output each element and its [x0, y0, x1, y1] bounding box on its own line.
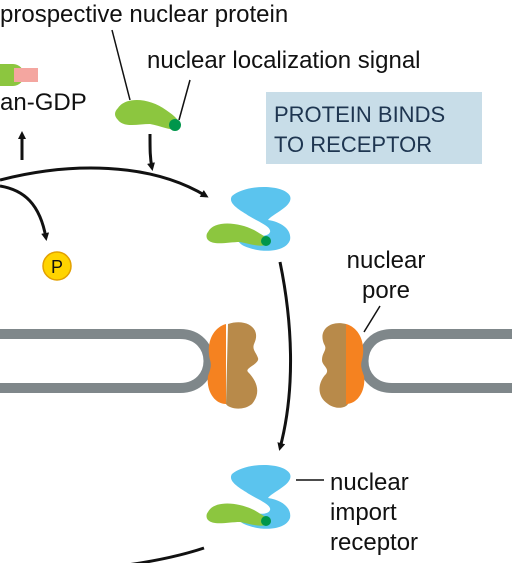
- nls-dot: [169, 119, 181, 131]
- arrow-bottom-partial: [130, 546, 205, 563]
- phosphate: P: [42, 251, 72, 281]
- protein-pointer-line: [111, 29, 131, 101]
- nls-pointer-line: [178, 79, 191, 121]
- pore-right-brown: [319, 323, 348, 408]
- receptor-protein-complex-top: [206, 187, 291, 251]
- nuclear-localization-signal-label: nuclear localization signal: [147, 47, 421, 74]
- arrow-cycle-to-complex: [0, 166, 209, 198]
- prospective-nuclear-protein: [115, 99, 181, 131]
- phosphate-label: P: [51, 257, 63, 277]
- ran-gdp-label: an-GDP: [0, 89, 87, 116]
- banner-background: [266, 92, 482, 164]
- nuclear-pore-label-line-1: nuclear: [347, 247, 426, 274]
- nuclear-import-receptor-label-line-2: import: [330, 499, 397, 526]
- nuclear-pore-left: [207, 322, 259, 409]
- nuclear-pore-pointer-line: [363, 305, 381, 333]
- nuclear-pore-right: [319, 323, 365, 408]
- banner-line-2: TO RECEPTOR: [274, 132, 432, 157]
- phosphate-circle: [42, 251, 72, 281]
- arrow-protein-down: [147, 133, 155, 171]
- banner-line-1: PROTEIN BINDS: [274, 102, 445, 127]
- pore-left-orange: [207, 324, 226, 404]
- nuclear-envelope-left: [0, 329, 214, 393]
- receptor-protein-complex-bottom: [206, 465, 291, 529]
- protein-binds-receptor-banner: PROTEIN BINDS TO RECEPTOR: [266, 92, 482, 164]
- nuclear-import-receptor-label-line-1: nuclear: [330, 469, 409, 496]
- protein-body: [115, 99, 180, 130]
- nuclear-envelope-right: [358, 329, 512, 393]
- nls-dot-top: [261, 236, 271, 246]
- protein-in-complex-top: [206, 223, 270, 246]
- prospective-nuclear-protein-label: prospective nuclear protein: [0, 1, 288, 28]
- arrow-through-pore: [277, 261, 292, 451]
- pore-right-orange: [346, 324, 365, 404]
- nuclear-pore-label-line-2: pore: [362, 277, 410, 304]
- nls-dot-bottom: [261, 516, 271, 526]
- protein-in-complex-bottom: [206, 503, 270, 526]
- nuclear-import-receptor-label-line-3: receptor: [330, 529, 418, 556]
- ran-gdp-pink-tag: [14, 68, 38, 82]
- ran-gdp: [0, 64, 38, 86]
- pore-left-brown: [226, 322, 259, 409]
- arrow-to-phosphate: [0, 184, 50, 241]
